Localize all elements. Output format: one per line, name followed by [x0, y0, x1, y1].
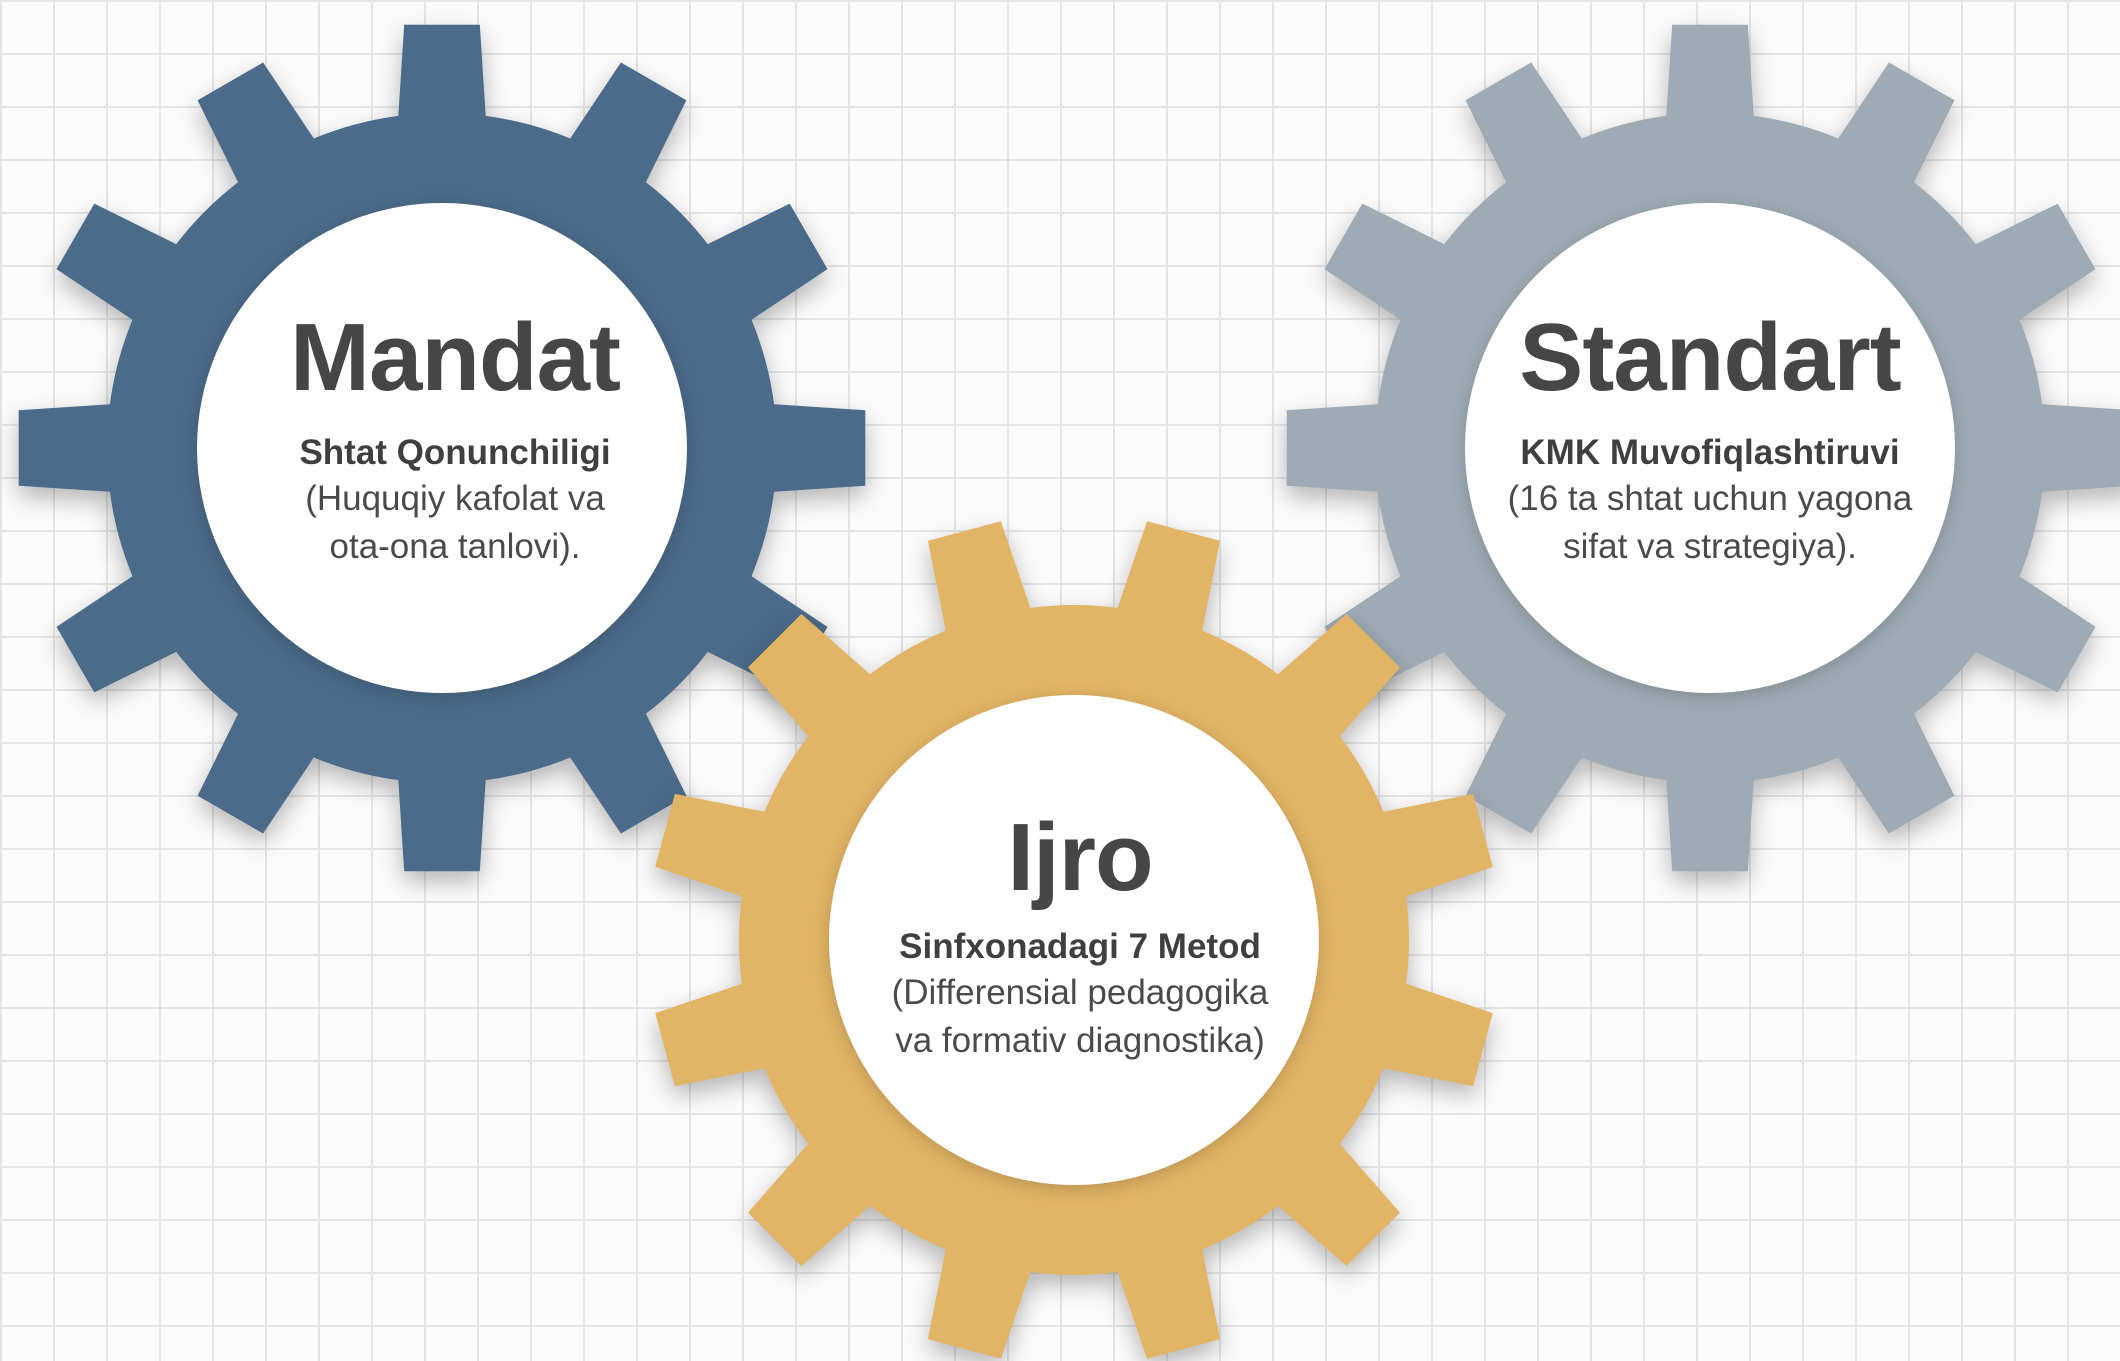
gear-standart-desc-line1: (16 ta shtat uchun yagona	[1507, 479, 1913, 518]
gear-mandat-desc-line2: ota-ona tanlovi).	[329, 526, 581, 566]
gear-standart-text: Standart KMK Muvofiqlashtiruvi (16 ta sh…	[1460, 310, 1960, 569]
gear-mandat-desc-line1: (Huquqiy kafolat va	[305, 479, 605, 518]
gear-ijro-inner-circle	[829, 695, 1319, 1185]
gear-ijro-text: Ijro Sinfxonadagi 7 Metod (Differensial …	[830, 810, 1330, 1063]
gear-mandat-inner-circle	[197, 203, 687, 693]
gear-ijro-subtitle: Sinfxonadagi 7 Metod	[899, 927, 1261, 966]
gear-ijro	[655, 521, 1493, 1359]
gear-standart-desc-line2: sifat va strategiya).	[1563, 526, 1857, 566]
gear-mandat-text: Mandat Shtat Qonunchiligi (Huquqiy kafol…	[225, 310, 685, 569]
gear-ijro-desc-line2: va formativ diagnostika)	[895, 1020, 1265, 1060]
gear-standart-inner-circle	[1465, 203, 1955, 693]
gear-standart-subtitle: KMK Muvofiqlashtiruvi	[1520, 433, 1900, 472]
gear-mandat-subtitle: Shtat Qonunchiligi	[299, 433, 611, 472]
gear-standart-title: Standart	[1519, 304, 1901, 411]
gear-ijro-title: Ijro	[1007, 804, 1153, 911]
gear-standart	[1286, 24, 2120, 872]
gear-mandat	[18, 24, 866, 872]
gear-ijro-desc-line1: (Differensial pedagogika	[891, 973, 1269, 1012]
gear-mandat-title: Mandat	[290, 304, 621, 411]
